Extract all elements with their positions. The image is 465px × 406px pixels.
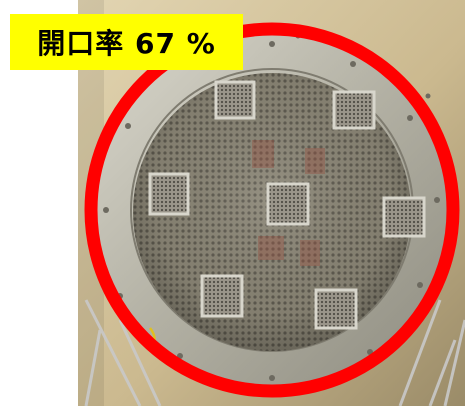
window-7 (314, 288, 358, 330)
window-5 (382, 196, 426, 238)
aperture-ratio-text: 開口率 67 % (37, 27, 216, 60)
window-1 (214, 80, 256, 120)
aperture-ratio-label: 開口率 67 % (10, 14, 243, 70)
window-3 (148, 172, 190, 216)
inspection-windows (148, 80, 426, 330)
highlight-ring (84, 22, 460, 398)
window-4 (266, 182, 310, 226)
truss-structure (84, 299, 465, 406)
window-2 (332, 90, 376, 130)
screen-stains (252, 140, 325, 266)
window-6 (200, 274, 244, 318)
